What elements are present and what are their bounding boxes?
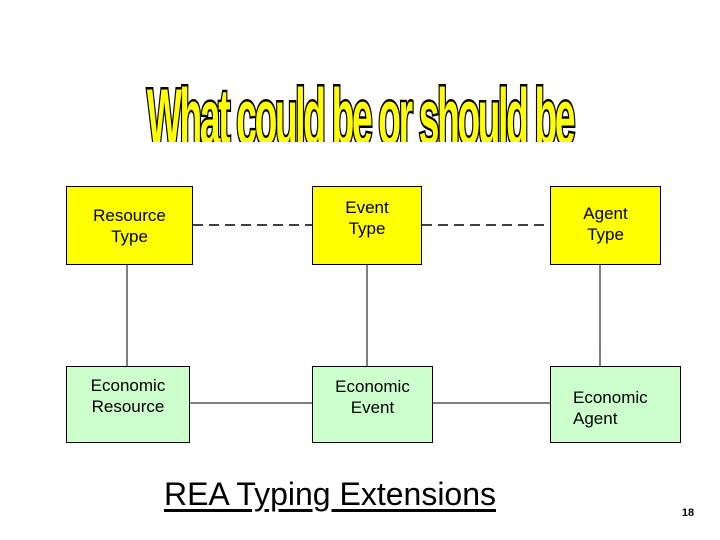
economic-resource-label: Economic Resource: [90, 376, 166, 416]
economic-event-label: Economic Event: [335, 377, 410, 417]
event-type-box: Event Type: [312, 186, 422, 265]
economic-resource-box: Economic Resource: [66, 366, 190, 443]
slide-title: What could be or should be: [0, 22, 720, 142]
page-number: 18: [681, 507, 695, 519]
economic-agent-box: Economic Agent: [550, 366, 681, 443]
economic-agent-label: Economic Agent: [573, 387, 648, 428]
agent-type-label: Agent Type: [583, 204, 628, 244]
slide-title-text: What could be or should be: [147, 74, 575, 142]
resource-type-box: Resource Type: [66, 186, 193, 265]
diagram-caption: REA Typing Extensions: [163, 476, 497, 512]
agent-type-box: Agent Type: [550, 186, 661, 265]
resource-type-label: Resource Type: [93, 205, 166, 246]
event-type-label: Event Type: [345, 198, 389, 238]
economic-event-box: Economic Event: [312, 366, 433, 443]
